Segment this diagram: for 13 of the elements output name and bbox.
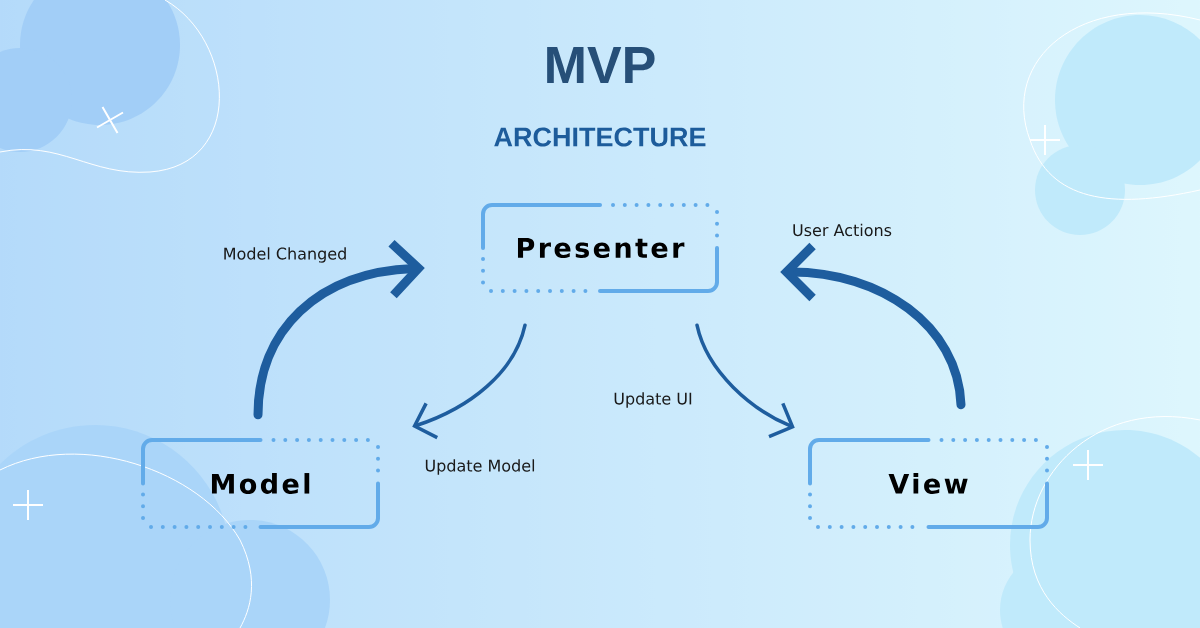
component-box: Model [141,438,380,529]
arrow [695,323,795,439]
title: MVP [547,47,655,83]
edge-label: Update Model [425,459,535,475]
component-box: Presenter [481,203,719,293]
edge-label: Model Changed [224,247,346,263]
component-box: View [808,438,1049,529]
arrow [253,239,425,420]
arrow [412,323,527,440]
subtitle: ARCHITECTURE [494,127,706,147]
edge-label: Update UI [614,392,692,408]
edge-label: User Actions [793,223,892,237]
arrow [780,242,966,410]
